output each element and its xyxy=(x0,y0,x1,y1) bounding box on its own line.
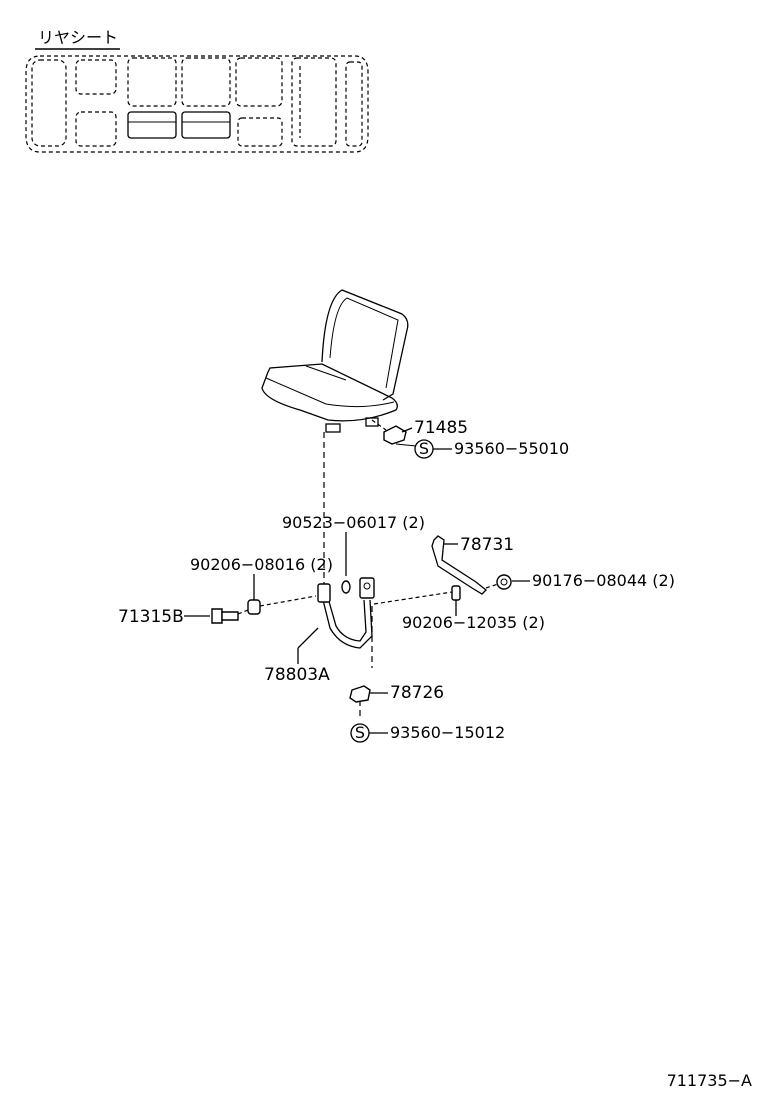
leg-frame-78803a xyxy=(317,577,375,649)
section-title: リヤシート xyxy=(38,28,118,47)
seat-row3-right-highlight xyxy=(181,111,231,139)
drawing-code: 711735−A xyxy=(667,1071,752,1090)
callout-93560-55010: 93560−55010 xyxy=(454,439,569,458)
seat-foot-left xyxy=(325,423,341,433)
seat-row3-left xyxy=(181,57,231,107)
seat-row4-left xyxy=(235,57,283,107)
callout-90523-06017: 90523−06017 (2) xyxy=(282,513,425,532)
seat-back xyxy=(321,289,409,401)
passenger-seat xyxy=(75,111,117,147)
callout-90176-08044: 90176−08044 (2) xyxy=(532,571,675,590)
callout-90206-12035: 90206−12035 (2) xyxy=(402,613,545,632)
driver-seat xyxy=(75,59,117,95)
callout-71485: 71485 xyxy=(414,418,468,438)
hinge-bracket-71485 xyxy=(383,425,407,445)
vehicle-seat-layout-map xyxy=(25,55,369,153)
callout-90206-08016: 90206−08016 (2) xyxy=(190,555,333,574)
nut-90176-08044 xyxy=(496,574,512,590)
seat-row4-right xyxy=(237,117,283,147)
seat-cushion xyxy=(261,363,398,422)
link-arm-78731 xyxy=(431,535,487,595)
seat-foot-right xyxy=(365,417,379,427)
callout-93560-15012: 93560−15012 xyxy=(390,723,505,742)
front-console xyxy=(31,59,67,147)
s-mark-label-lower: S xyxy=(355,723,365,742)
nut-90523-06017 xyxy=(341,580,351,594)
seat-row2-left xyxy=(127,57,177,107)
washer-90206-08016 xyxy=(247,599,261,615)
callout-78726: 78726 xyxy=(390,683,444,703)
rear-seat-assembly xyxy=(261,289,409,433)
vehicle-outline xyxy=(25,55,369,153)
rear-hatch xyxy=(345,61,363,147)
leg-bracket-left xyxy=(317,583,331,603)
washer-90206-12035 xyxy=(451,585,461,601)
s-mark-label: S xyxy=(419,439,429,458)
callout-71315b: 71315B xyxy=(118,607,184,627)
callout-78731: 78731 xyxy=(460,535,514,555)
bolt-head-71315b xyxy=(211,608,223,624)
rear-bench-seat xyxy=(291,57,337,147)
seat-row2-right-highlight xyxy=(127,111,177,139)
callout-78803a: 78803A xyxy=(264,665,330,685)
bolt-shank-71315b xyxy=(221,611,239,621)
foot-cap-78726 xyxy=(349,685,371,703)
leg-bracket-right xyxy=(359,577,375,599)
